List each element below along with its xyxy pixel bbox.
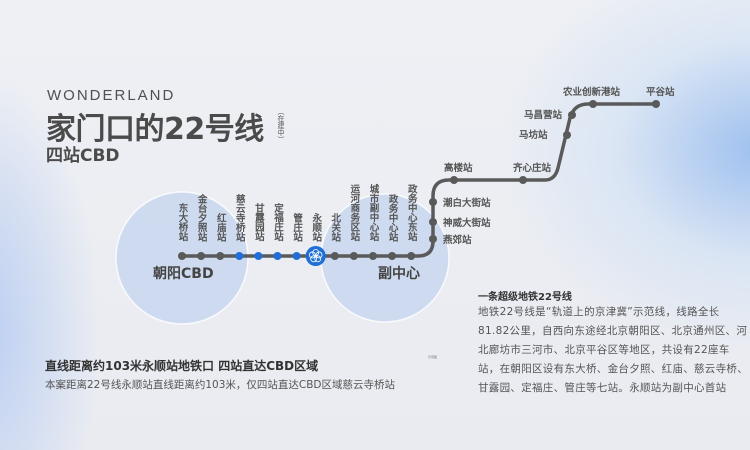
- station-dot: [305, 246, 326, 266]
- station-dot: [429, 198, 437, 206]
- station-label: 永顺站: [310, 212, 322, 242]
- station-dot: [330, 252, 339, 260]
- station-label: 慈云寺桥站: [233, 193, 245, 242]
- station-dot: [568, 111, 576, 119]
- station-dot: [429, 218, 437, 226]
- map-note: 示意图: [428, 355, 438, 359]
- station-label: 平谷站: [646, 87, 675, 98]
- station-dot: [273, 252, 282, 260]
- station-label: 北关站: [329, 212, 341, 242]
- status-note: （在建中）: [277, 108, 285, 143]
- info-text: 地铁22号线是“轨道上的京津冀”示范线，线路全长81.82公里，自西向东途经北京…: [478, 306, 748, 394]
- station-dot: [450, 176, 458, 184]
- station-label: 马坊站: [519, 130, 548, 141]
- station-label: 甘露园站: [252, 203, 264, 241]
- flower-icon: [310, 255, 318, 263]
- station-label: 齐心庄站: [513, 163, 552, 174]
- info-heading: 一条超级地铁22号线: [478, 292, 572, 303]
- station-label: 政务中心站: [386, 193, 398, 242]
- station-label: 神威大街站: [443, 218, 491, 229]
- station-dot: [349, 252, 358, 260]
- station-label: 东大桥站: [176, 203, 188, 241]
- station-dot: [254, 252, 263, 260]
- distance-text: 本案距离22号线永顺站直线距离约103米，仅四站直达CBD区域慈云寺桥站: [45, 379, 396, 391]
- flower-icon: [315, 251, 323, 259]
- station-label: 农业创新港站: [563, 87, 621, 98]
- station-label: 红庙站: [214, 212, 226, 242]
- flower-icon: [308, 251, 316, 259]
- flower-icon: [314, 255, 322, 263]
- station-dot: [563, 131, 571, 139]
- station-dot: [178, 252, 186, 260]
- station-dot: [519, 176, 527, 184]
- station-label: 定福庄站: [272, 203, 283, 241]
- station-label: 马昌营站: [524, 110, 563, 121]
- station-label: 金台夕照站: [195, 193, 207, 242]
- station-dot: [235, 252, 244, 260]
- line-22-route: [182, 102, 656, 258]
- station-dot: [216, 252, 225, 260]
- station-label: 运河商务区站: [348, 184, 360, 241]
- station-dot: [652, 100, 660, 108]
- station-label: 城市副中心站: [367, 184, 379, 241]
- station-dot: [388, 252, 397, 260]
- distance-heading: 直线距离约103米永顺站地铁口 四站直达CBD区域: [45, 359, 319, 373]
- station-dot: [292, 252, 301, 260]
- page-title: 家门口的22号线: [46, 112, 264, 147]
- station-label: 潮白大街站: [443, 198, 491, 209]
- station-label: 政务中心东站: [405, 184, 417, 241]
- page-subtitle: 四站CBD: [46, 146, 120, 166]
- station-label: 燕郊站: [443, 235, 472, 246]
- station-dot: [197, 252, 206, 260]
- zone-label-cbd: 朝阳CBD: [153, 266, 214, 282]
- station-dot: [589, 100, 597, 108]
- brand-name: WONDERLAND: [47, 87, 176, 104]
- zone-label-subcenter: 副中心: [378, 266, 420, 282]
- station-label: 管庄站: [291, 212, 303, 242]
- station-label: 高楼站: [444, 163, 473, 174]
- station-dot: [407, 252, 416, 260]
- station-dot: [369, 252, 377, 260]
- station-dot: [429, 235, 437, 243]
